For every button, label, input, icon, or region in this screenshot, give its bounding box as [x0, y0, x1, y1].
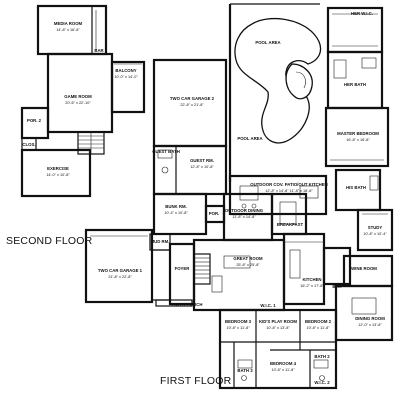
room-name-guest-bath: GUEST BATH	[152, 149, 180, 154]
room-dims-balcony: 10'-0" x 14'-0"	[114, 75, 138, 79]
wine-room-walls	[342, 254, 394, 288]
dining-room-walls	[334, 284, 394, 342]
room-name-bedroom-4: BEDROOM 4	[270, 361, 297, 366]
room-name-kitchen: KITCHEN	[302, 277, 321, 282]
room-labels: MEDIA ROOM 14'-8" x 16'-8" BAR BALCONY 1…	[22, 11, 387, 385]
room-name-bath-2: BATH 2	[314, 354, 330, 359]
room-name-kids-play: KID'S PLAY ROOM	[259, 319, 297, 324]
entry-porch-walls	[155, 299, 193, 307]
room-name-entry-porch: ENTRY PORCH	[171, 302, 202, 307]
room-name-exercise: EXERCISE	[47, 166, 69, 171]
room-name-bedroom-3: BEDROOM 3	[225, 319, 252, 324]
room-name-study: STUDY	[368, 225, 383, 230]
room-dims-media: 14'-8" x 16'-8"	[56, 28, 80, 32]
garage-1-walls	[84, 228, 154, 304]
room-name-clos: CLOS.	[22, 142, 35, 147]
room-dims-master: 16'-8" x 16'-8"	[346, 138, 370, 142]
balcony-walls	[110, 60, 146, 114]
room-name-bar-lower: BAR	[332, 284, 342, 289]
upper-stairs	[77, 131, 105, 155]
room-dims-bedroom-4: 10'-8" x 11'-8"	[271, 368, 295, 372]
room-dims-outdoor-dining: 11'-8" x 14'-8"	[232, 215, 256, 219]
game-room-walls	[46, 52, 114, 134]
main-stairs	[193, 253, 211, 285]
master-bedroom-walls	[324, 106, 390, 168]
room-name-outdoor-dining: OUTDOOR DINING	[225, 208, 264, 213]
second-floor-label: SECOND FLOOR	[6, 235, 93, 247]
room-name-wic-2: W.I.C. 2	[314, 380, 330, 385]
room-name-garage-1: TWO CAR GARAGE 1	[98, 268, 143, 273]
room-name-bar-upper: BAR	[94, 48, 104, 53]
room-name-wic-1: W.I.C. 1	[260, 303, 276, 308]
room-dims-kitchen: 16'-2" x 17'-8"	[300, 284, 324, 288]
room-name-por: POR.	[209, 211, 220, 216]
her-bath-walls	[326, 50, 384, 110]
study-walls	[356, 208, 394, 252]
great-room-walls	[192, 238, 286, 312]
room-dims-exercise: 14'-0" x 10'-8"	[46, 173, 70, 177]
exercise-walls	[20, 148, 92, 198]
room-dims-guest-rm: 12'-8" x 10'-8"	[190, 165, 214, 169]
room-name-media: MEDIA ROOM	[54, 21, 83, 26]
room-dims-bedroom-2: 10'-8" x 11'-8"	[306, 326, 330, 330]
first-floor-label: FIRST FLOOR	[160, 375, 232, 387]
bar-walls	[322, 246, 352, 286]
room-name-bunk: BUNK RM.	[165, 204, 186, 209]
room-dims-great: 25'-8" x 25'-8"	[236, 263, 260, 267]
room-name-mud: MUD RM.	[151, 239, 170, 244]
room-name-wine: WINE ROOM	[351, 266, 377, 271]
room-name-her-wic: HER W.I.C.	[351, 11, 373, 16]
por-2-walls	[20, 106, 50, 140]
bedroom-wing	[218, 308, 338, 390]
second-floor-plan	[20, 4, 146, 198]
room-name-outdoor-kitchen: OUTDOOR COV. PATIO/OUT KITCHEN	[250, 182, 328, 187]
room-dims-garage-1: 21'-8" x 22'-8"	[108, 275, 132, 279]
room-name-her-bath: HER BATH	[344, 82, 366, 87]
room-name-balcony: BALCONY	[115, 68, 136, 73]
room-name-pool-1: POOL AREA	[255, 40, 280, 45]
master-wing	[324, 6, 394, 252]
foyer-walls	[168, 242, 196, 306]
room-dims-game: 20'-6" x 22'-10"	[65, 101, 91, 105]
pool-area	[228, 3, 322, 182]
room-name-bath-3: BATH 3	[237, 368, 253, 373]
room-dims-outdoor-kitchen: 12'-8" x 14'-8" 11'-8" x 18'-8"	[265, 189, 313, 193]
room-dims-garage-2: 22'-8" x 21'-8"	[180, 103, 204, 107]
room-name-master: MASTER BEDROOM	[337, 131, 379, 136]
room-dims-bedroom-3: 10'-8" x 11'-8"	[226, 326, 250, 330]
room-name-dining: DINING ROOM	[355, 316, 385, 321]
room-name-game: GAME ROOM	[64, 94, 92, 99]
room-name-breakfast: BREAKFAST	[277, 222, 304, 227]
garage-2-wing	[152, 58, 228, 196]
room-name-foyer: FOYER	[175, 266, 191, 271]
room-dims-kids-play: 10'-8" x 13'-8"	[266, 326, 290, 330]
room-name-his-bath: HIS BATH	[346, 185, 366, 190]
room-name-por-2: POR. 2	[27, 118, 42, 123]
room-dims-bunk: 10'-4" x 10'-8"	[164, 211, 188, 215]
room-dims-dining: 12'-0" x 13'-8"	[358, 323, 382, 327]
room-name-great: GREAT ROOM	[233, 256, 263, 261]
pool-outline	[234, 17, 322, 144]
room-name-bedroom-2: BEDROOM 2	[305, 319, 332, 324]
garage-1-wing	[84, 228, 193, 307]
room-name-pool-2: POOL AREA	[237, 136, 262, 141]
bedroom-wing-walls	[218, 308, 338, 390]
room-name-guest-rm: GUEST RM.	[190, 158, 214, 163]
room-dims-study: 10'-8" x 10'-4"	[363, 232, 387, 236]
room-name-garage-2: TWO CAR GARAGE 2	[170, 96, 215, 101]
